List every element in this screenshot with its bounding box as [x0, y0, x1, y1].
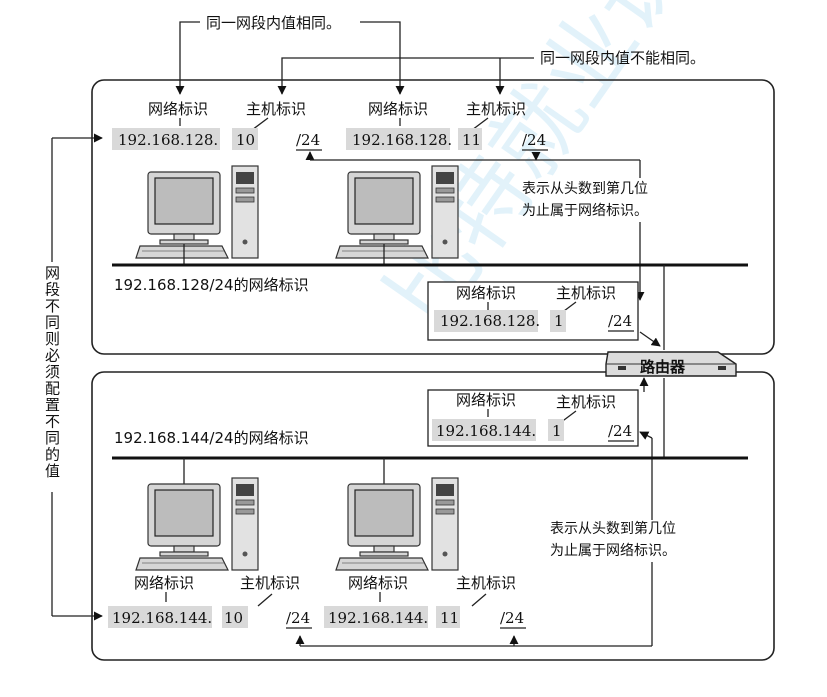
bottom-router-net: 192.168.144. [436, 422, 536, 440]
top-router-host: 1 [554, 312, 564, 330]
top-router-host-label: 主机标识 [556, 284, 616, 302]
top-host2-host-label: 主机标识 [466, 100, 526, 118]
bottom-router-prefix: /24 [608, 422, 632, 440]
annotation-different-value: 同一网段内值不能相同。 [540, 49, 705, 67]
top-router-prefix: /24 [608, 312, 632, 330]
side-note-char: 段 [45, 281, 60, 299]
bottom-host2-prefix: /24 [500, 609, 524, 627]
bottom-pc2-icon [335, 477, 459, 571]
top-router-net-label: 网络标识 [456, 284, 516, 302]
bottom-host1-host-label: 主机标识 [240, 574, 300, 592]
bottom-desc-line2: 为止属于网络标识。 [550, 543, 676, 559]
top-pc2-icon [335, 165, 459, 259]
side-note-char: 值 [45, 462, 60, 480]
side-note-char: 同 [45, 429, 60, 447]
bottom-network-caption: 192.168.144/24的网络标识 [114, 429, 309, 447]
bottom-pc1-icon [135, 477, 259, 571]
side-note-char: 须 [45, 363, 60, 381]
side-note-char: 网 [45, 264, 60, 282]
side-note-char: 的 [45, 446, 60, 464]
top-host2-prefix: /24 [522, 131, 546, 149]
side-note-char: 同 [45, 314, 60, 332]
bottom-host1-host: 10 [224, 609, 243, 627]
bottom-host1-prefix: /24 [286, 609, 310, 627]
top-host2-net: 192.168.128. [352, 131, 452, 149]
bottom-network-box [91, 371, 775, 661]
top-pc1-icon [135, 165, 259, 259]
top-host1-host: 10 [236, 131, 255, 149]
top-host1-host-label: 主机标识 [246, 100, 306, 118]
bottom-router-host: 1 [552, 422, 562, 440]
top-host1-net: 192.168.128. [118, 131, 218, 149]
bottom-host1-net-label: 网络标识 [134, 574, 194, 592]
bottom-host2-host-label: 主机标识 [456, 574, 516, 592]
side-note-char: 配 [45, 380, 60, 398]
bottom-host2-host: 11 [440, 609, 459, 627]
side-note-char: 则 [45, 330, 60, 348]
annotation-same-value: 同一网段内值相同。 [206, 14, 341, 32]
side-note-char: 不 [45, 297, 60, 315]
bottom-router-host-label: 主机标识 [556, 393, 616, 411]
top-host2-net-label: 网络标识 [368, 100, 428, 118]
top-desc-line1: 表示从头数到第几位 [522, 180, 648, 197]
bottom-router-net-label: 网络标识 [456, 391, 516, 409]
side-note-char: 置 [45, 396, 60, 414]
router-label: 路由器 [640, 358, 686, 376]
top-host2-host: 11 [462, 131, 481, 149]
top-network-caption: 192.168.128/24的网络标识 [114, 276, 309, 294]
bottom-host2-net: 192.168.144. [328, 609, 428, 627]
top-host1-net-label: 网络标识 [148, 100, 208, 118]
bottom-desc-line1: 表示从头数到第几位 [550, 520, 676, 537]
side-note-char: 不 [45, 413, 60, 431]
bottom-host2-net-label: 网络标识 [348, 574, 408, 592]
router-icon [605, 351, 737, 377]
top-router-net: 192.168.128. [440, 312, 540, 330]
top-network-box [91, 79, 775, 355]
bottom-host1-net: 192.168.144. [112, 609, 212, 627]
side-note-char: 必 [45, 347, 60, 365]
top-host1-prefix: /24 [296, 131, 320, 149]
top-desc-line2: 为止属于网络标识。 [522, 203, 648, 219]
